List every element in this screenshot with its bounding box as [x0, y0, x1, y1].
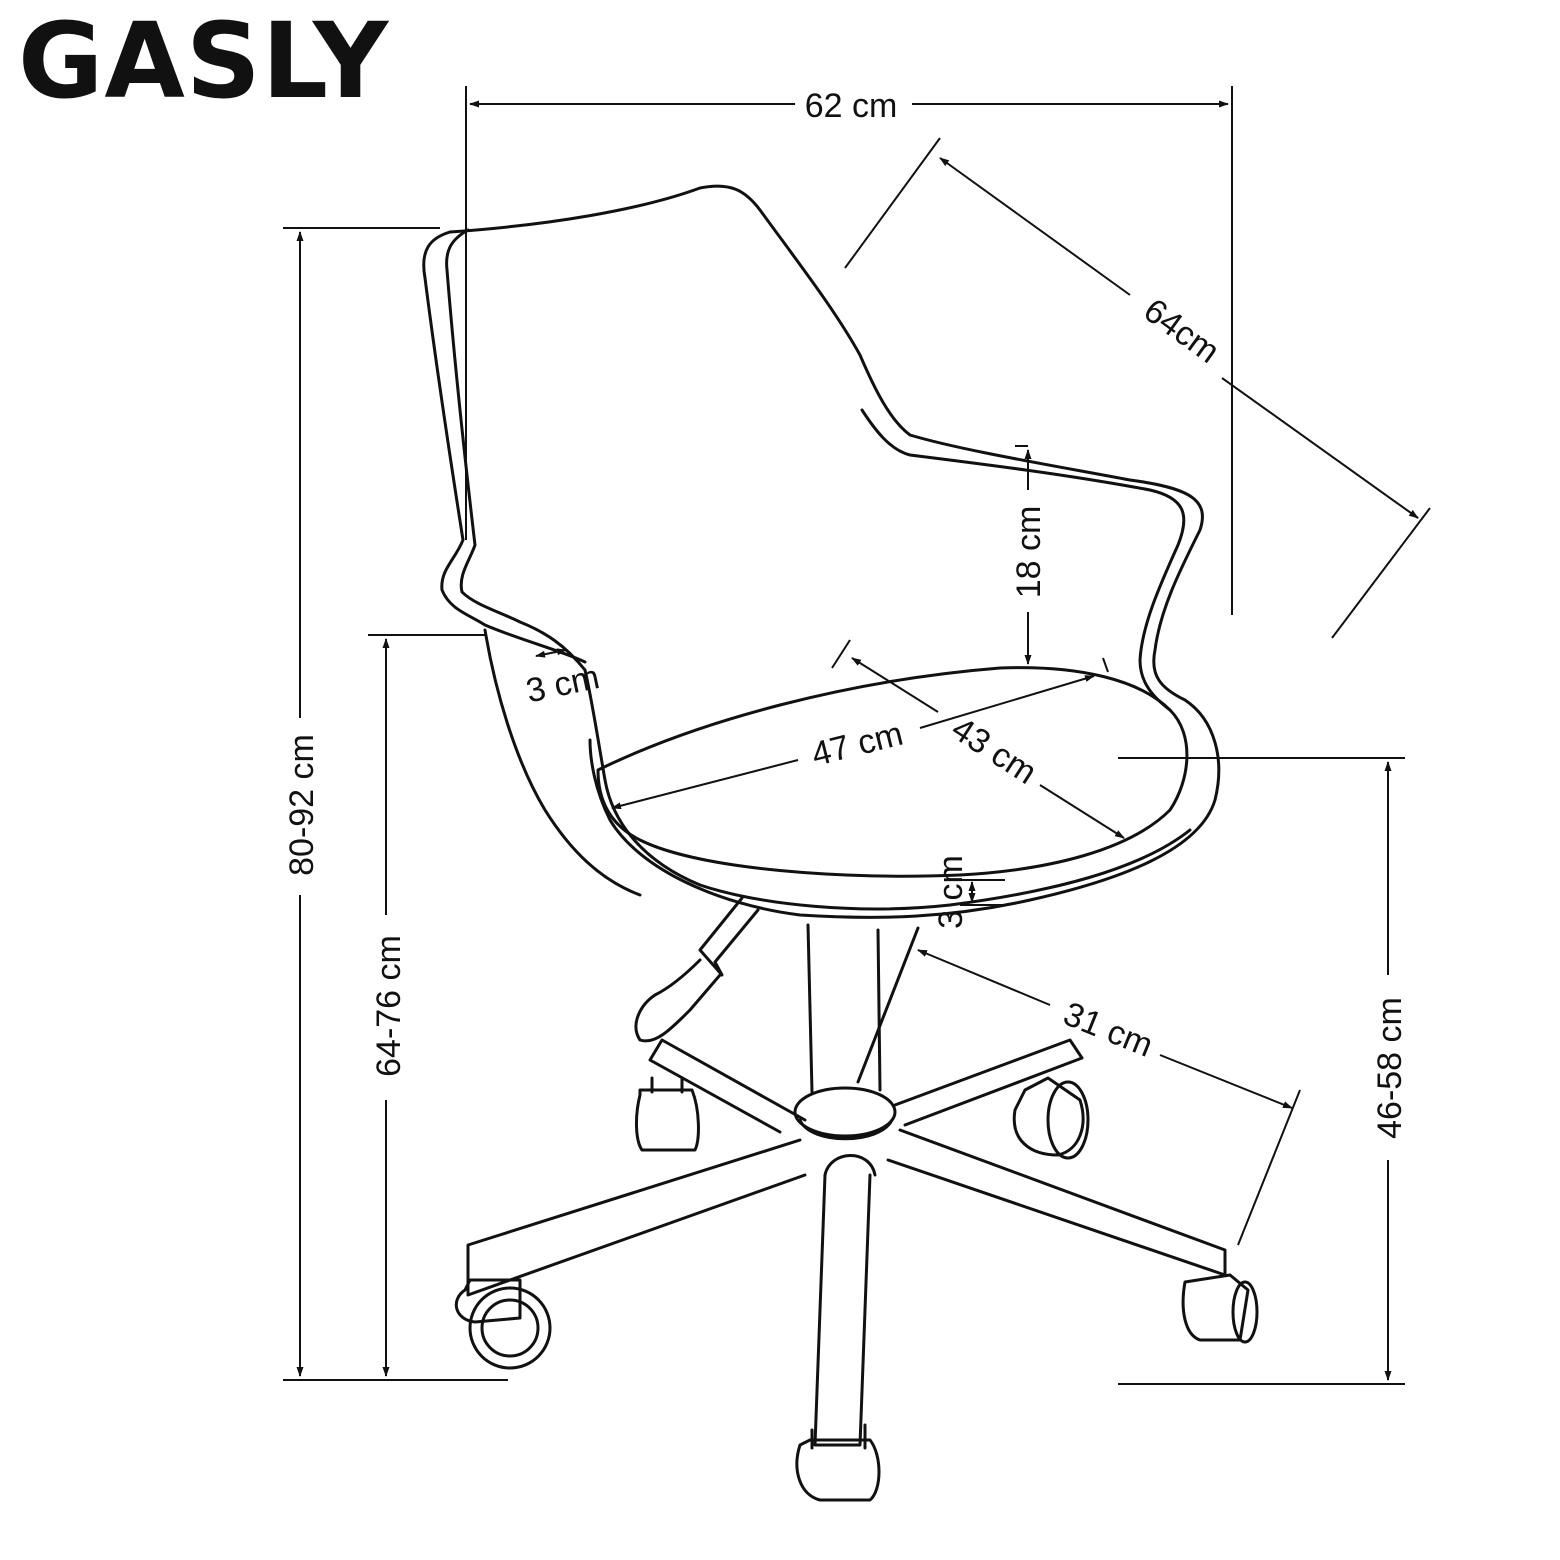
- dimension-lines: [283, 86, 1431, 1385]
- seat-shell-lower: [583, 668, 1192, 911]
- column-edge: [856, 926, 920, 1084]
- caster-wheels: [454, 1076, 1259, 1502]
- label-seat-height: 46-58 cm: [1371, 997, 1409, 1139]
- label-seat-depth: 43 cm: [945, 710, 1043, 792]
- label-total-height: 80-92 cm: [283, 734, 321, 876]
- backrest-back-side: [483, 628, 642, 897]
- backrest-outer: [422, 230, 587, 664]
- label-base-radius: 31 cm: [1058, 995, 1158, 1065]
- product-title: GASLY: [18, 0, 390, 122]
- label-armrest-height: 18 cm: [1010, 506, 1048, 599]
- label-armrest-floor-height: 64-76 cm: [370, 935, 408, 1077]
- gas-lift-column: [806, 923, 882, 1094]
- star-base: [466, 1038, 1227, 1447]
- armrest-inner: [860, 408, 1186, 712]
- seat-top: [596, 666, 1189, 878]
- label-seat-width: 47 cm: [808, 715, 907, 774]
- height-lever: [634, 896, 760, 1043]
- backrest-inner: [445, 228, 587, 672]
- column-base-lower: [798, 1118, 894, 1141]
- column-base-ring: [793, 1086, 897, 1138]
- label-diagonal-depth: 64cm: [1137, 291, 1227, 371]
- label-seat-thickness: 3 cm: [932, 855, 970, 929]
- chair-outline: [422, 184, 1259, 1502]
- label-overall-width: 62 cm: [805, 87, 898, 125]
- backrest-top: [448, 184, 1221, 919]
